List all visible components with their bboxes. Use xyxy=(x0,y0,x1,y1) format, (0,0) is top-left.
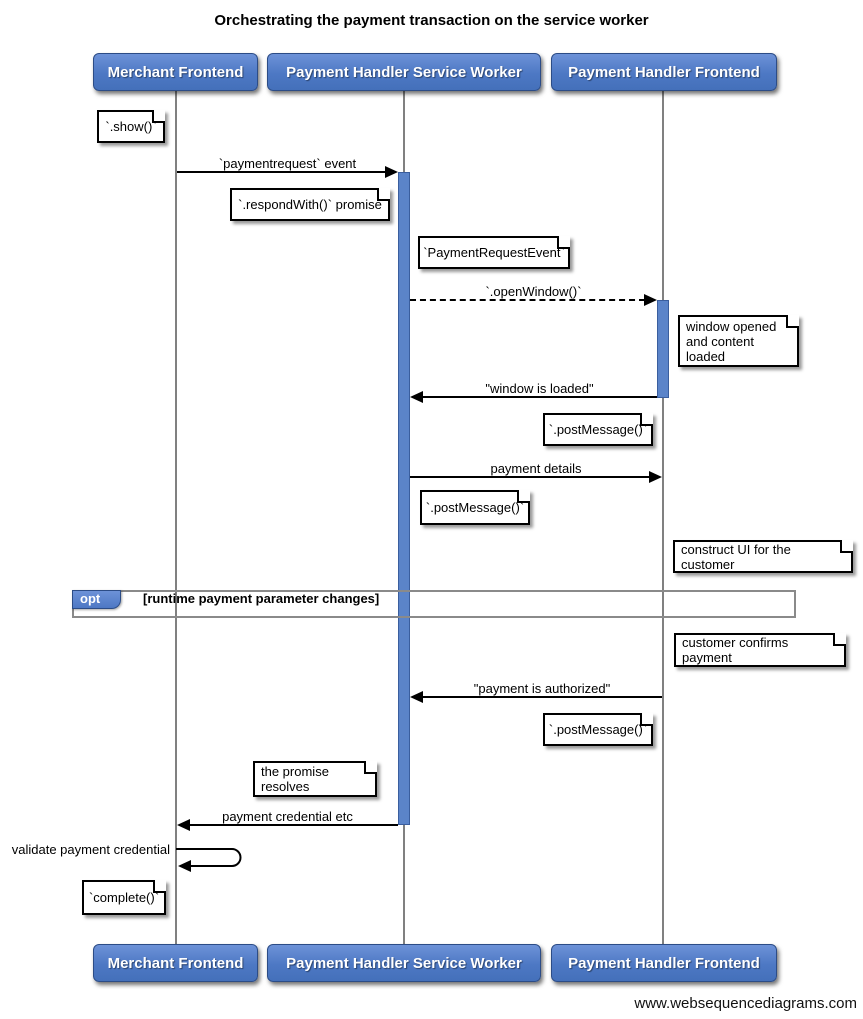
actor-top-payment-handler-frontend: Payment Handler Frontend xyxy=(551,53,777,91)
note-text: `.postMessage()` xyxy=(548,422,648,437)
lifeline-payment-handler-frontend xyxy=(662,90,664,945)
note-text: the promise resolves xyxy=(261,764,329,794)
arrowhead-icon xyxy=(649,471,662,483)
actor-label: Payment Handler Service Worker xyxy=(286,954,522,972)
note-text: `complete()` xyxy=(88,890,160,905)
note-promise-resolves: the promise resolves xyxy=(253,761,377,797)
watermark-websequencediagrams: www.websequencediagrams.com xyxy=(634,995,857,1012)
note-fold-icon xyxy=(364,761,377,774)
actor-label: Payment Handler Frontend xyxy=(568,63,760,81)
note-window-opened: window opened and content loaded xyxy=(678,315,799,367)
note-fold-icon xyxy=(377,188,390,201)
actor-label: Merchant Frontend xyxy=(107,63,244,81)
message-label-payment-credential: payment credential etc xyxy=(222,809,353,824)
note-postmessage-3: `.postMessage()` xyxy=(543,713,653,746)
message-label-payment-details: payment details xyxy=(490,461,582,476)
note-fold-icon xyxy=(840,540,853,553)
message-line-payment-is-authorized xyxy=(422,696,662,698)
note-text: construct UI for the customer xyxy=(681,541,791,572)
actor-top-payment-handler-service-worker: Payment Handler Service Worker xyxy=(267,53,541,91)
note-text: `PaymentRequestEvent` xyxy=(423,245,565,260)
note-postmessage-1: `.postMessage()` xyxy=(543,413,653,446)
message-label-window-is-loaded: "window is loaded" xyxy=(485,381,594,396)
actor-label: Merchant Frontend xyxy=(107,954,244,972)
arrowhead-icon xyxy=(410,691,423,703)
message-label-openwindow: `.openWindow()` xyxy=(485,284,582,299)
message-line-openwindow xyxy=(410,299,645,301)
arrowhead-icon xyxy=(385,166,398,178)
note-customer-confirms: customer confirms payment xyxy=(674,633,846,667)
note-fold-icon xyxy=(640,713,653,726)
message-line-payment-details xyxy=(410,476,650,478)
note-fold-icon xyxy=(153,880,166,893)
actor-top-merchant-frontend: Merchant Frontend xyxy=(93,53,258,91)
actor-label: Payment Handler Service Worker xyxy=(286,63,522,81)
message-line-window-is-loaded xyxy=(422,396,657,398)
lifeline-merchant-frontend xyxy=(175,90,177,945)
note-text: window opened and content loaded xyxy=(686,318,777,364)
note-respondwith-promise: `.respondWith()` promise xyxy=(230,188,390,221)
arrowhead-icon xyxy=(644,294,657,306)
actor-bottom-payment-handler-service-worker: Payment Handler Service Worker xyxy=(267,944,541,982)
note-fold-icon xyxy=(517,490,530,503)
note-show: `.show()` xyxy=(97,110,165,143)
note-text: `.respondWith()` promise xyxy=(238,197,382,212)
note-fold-icon xyxy=(557,236,570,249)
actor-bottom-payment-handler-frontend: Payment Handler Frontend xyxy=(551,944,777,982)
note-fold-icon xyxy=(152,110,165,123)
arrowhead-icon xyxy=(177,819,190,831)
self-message-loop xyxy=(176,848,242,872)
opt-fragment-condition: [runtime payment parameter changes] xyxy=(143,591,380,606)
activation-payment-handler-frontend xyxy=(657,300,669,398)
actor-label: Payment Handler Frontend xyxy=(568,954,760,972)
note-paymentrequestevent: `PaymentRequestEvent` xyxy=(418,236,570,269)
note-fold-icon xyxy=(833,633,846,646)
message-label-paymentrequest-event: `paymentrequest` event xyxy=(218,156,357,171)
opt-fragment-tab: opt xyxy=(72,590,121,609)
message-label-payment-is-authorized: "payment is authorized" xyxy=(473,681,611,696)
activation-service-worker xyxy=(398,172,410,825)
note-text: `.postMessage()` xyxy=(425,500,525,515)
note-text: customer confirms payment xyxy=(682,635,789,665)
note-complete: `complete()` xyxy=(82,880,166,915)
note-text: `.postMessage()` xyxy=(548,722,648,737)
arrowhead-icon xyxy=(178,860,191,872)
message-line-payment-credential xyxy=(189,824,398,826)
message-label-validate-payment-credential: validate payment credential xyxy=(11,842,170,857)
message-line-paymentrequest-event xyxy=(177,171,387,173)
arrowhead-icon xyxy=(410,391,423,403)
actor-bottom-merchant-frontend: Merchant Frontend xyxy=(93,944,258,982)
diagram-title: Orchestrating the payment transaction on… xyxy=(214,12,649,29)
note-text: `.show()` xyxy=(105,119,157,134)
note-fold-icon xyxy=(786,315,799,328)
note-postmessage-2: `.postMessage()` xyxy=(420,490,530,525)
note-construct-ui: construct UI for the customer xyxy=(673,540,853,573)
note-fold-icon xyxy=(640,413,653,426)
